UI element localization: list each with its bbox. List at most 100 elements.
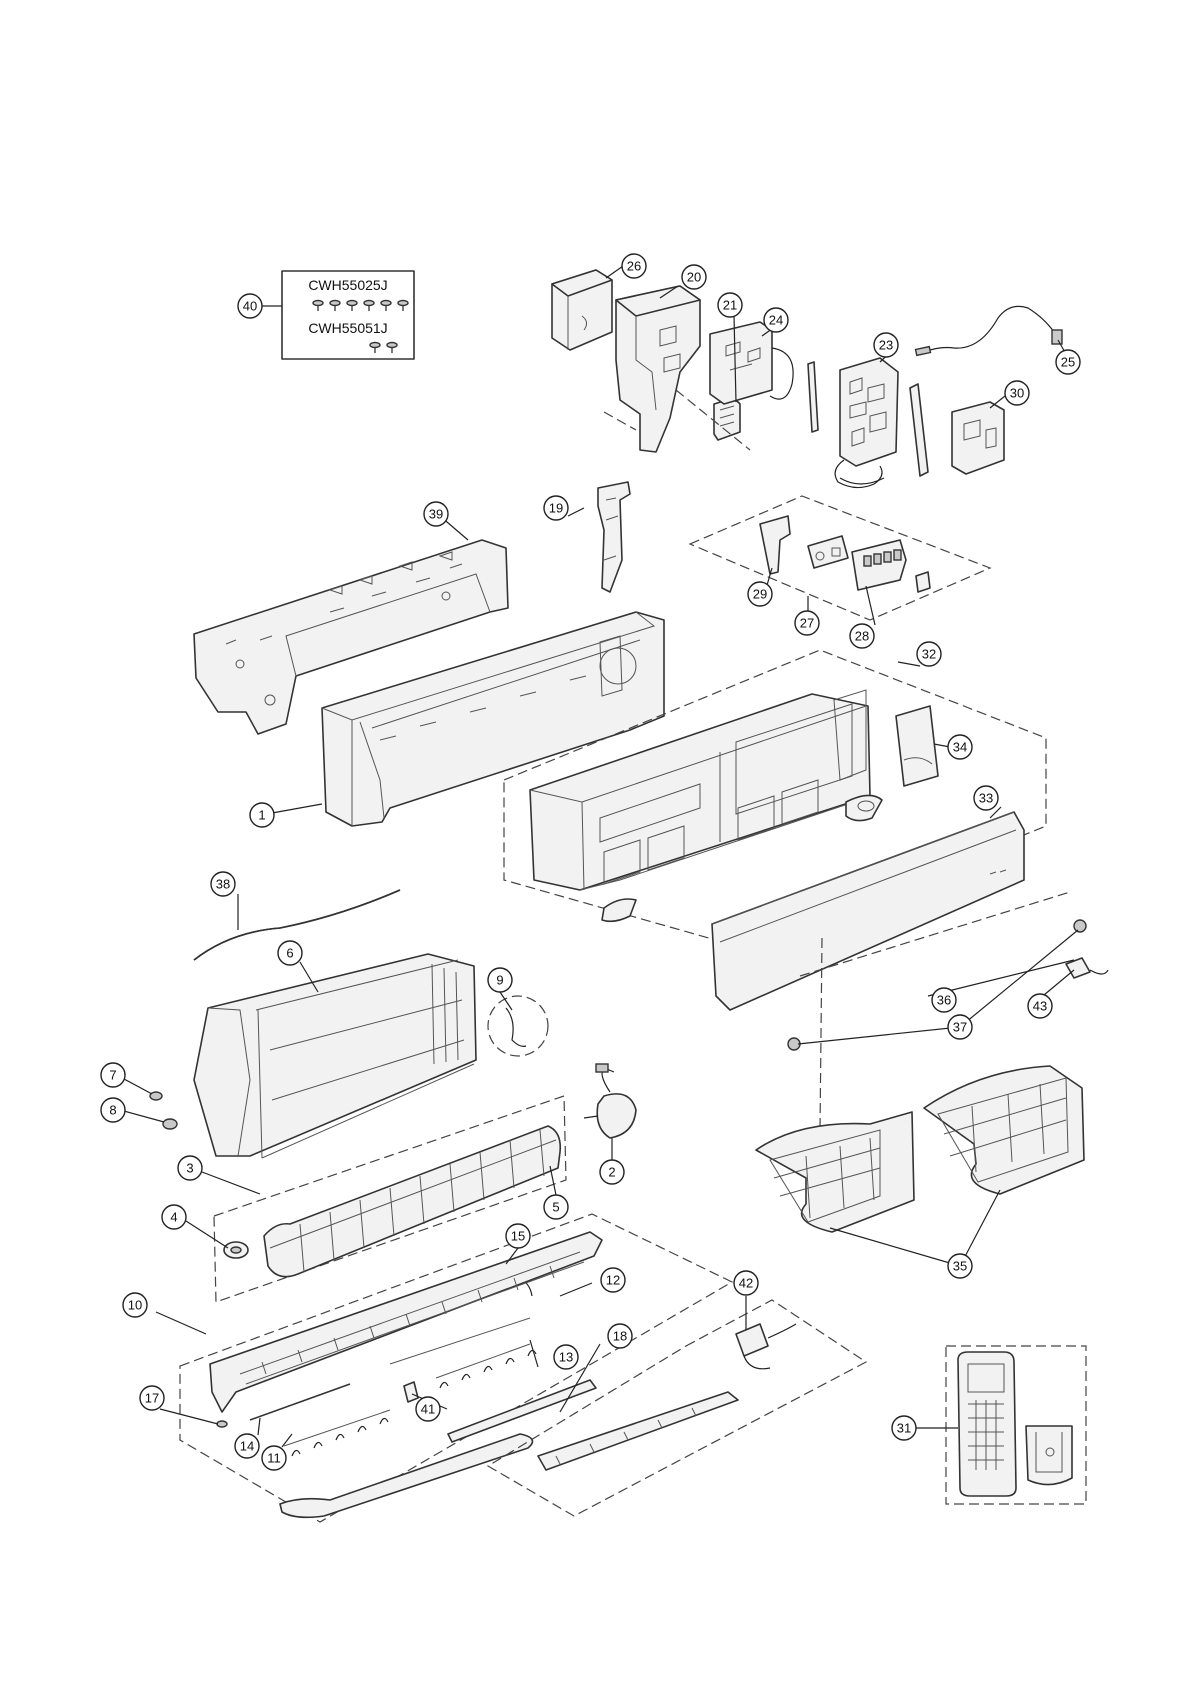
screw-kit-box: CWH55025J CWH55051J — [262, 271, 414, 359]
callout-41: 41 — [416, 1397, 440, 1421]
callout-2: 2 — [600, 1160, 624, 1184]
screw-icons-row-a — [313, 301, 408, 312]
svg-text:34: 34 — [953, 740, 967, 755]
main-pcb-23 — [835, 358, 898, 488]
svg-text:5: 5 — [552, 1200, 559, 1215]
horizontal-vane-bottom — [280, 1434, 533, 1517]
svg-text:12: 12 — [606, 1273, 620, 1288]
louver-set-13 — [390, 1318, 536, 1388]
svg-text:31: 31 — [897, 1421, 911, 1436]
svg-text:18: 18 — [613, 1329, 627, 1344]
callout-32: 32 — [917, 642, 941, 666]
nut-7 — [150, 1092, 162, 1100]
link-41 — [404, 1382, 418, 1402]
svg-text:26: 26 — [627, 259, 641, 274]
callout-42: 42 — [734, 1271, 758, 1295]
knob-piece — [846, 795, 882, 820]
callout-20: 20 — [682, 265, 706, 289]
svg-text:20: 20 — [687, 270, 701, 285]
svg-text:39: 39 — [429, 507, 443, 522]
bearing-4 — [224, 1242, 248, 1258]
svg-text:3: 3 — [186, 1161, 193, 1176]
bracket-thin-23a — [808, 362, 818, 432]
vane-link-bar — [538, 1392, 738, 1470]
svg-text:42: 42 — [739, 1276, 753, 1291]
svg-text:10: 10 — [128, 1298, 142, 1313]
screw-kit-code-a: CWH55025J — [308, 277, 387, 293]
fan-motor-2 — [584, 1064, 636, 1138]
callout-27: 27 — [795, 611, 819, 635]
receiver-29 — [760, 516, 790, 574]
pipe-detail-9 — [488, 996, 548, 1056]
callout-23: 23 — [874, 333, 898, 357]
svg-text:9: 9 — [496, 973, 503, 988]
callout-1: 1 — [250, 803, 274, 827]
svg-text:4: 4 — [170, 1210, 177, 1225]
svg-text:11: 11 — [267, 1451, 281, 1466]
callout-13: 13 — [554, 1345, 578, 1369]
svg-text:40: 40 — [243, 299, 257, 314]
nut-8 — [163, 1119, 177, 1129]
callout-17: 17 — [140, 1386, 164, 1410]
screw-kit-code-b: CWH55051J — [308, 320, 387, 336]
air-filter-35-left — [756, 1112, 914, 1232]
svg-text:17: 17 — [145, 1391, 159, 1406]
callout-11: 11 — [262, 1446, 286, 1470]
remote-control-31 — [958, 1352, 1016, 1496]
callout-34: 34 — [948, 735, 972, 759]
control-box-20 — [616, 286, 700, 452]
svg-text:35: 35 — [953, 1259, 967, 1274]
callout-19: 19 — [544, 496, 568, 520]
svg-text:15: 15 — [511, 1229, 525, 1244]
svg-text:8: 8 — [109, 1103, 116, 1118]
svg-text:6: 6 — [286, 946, 293, 961]
svg-text:41: 41 — [421, 1402, 435, 1417]
callout-40: 40 — [238, 294, 262, 318]
svg-text:43: 43 — [1033, 999, 1047, 1014]
side-cover-34 — [896, 706, 938, 786]
svg-text:33: 33 — [979, 791, 993, 806]
fin-piece — [602, 899, 636, 921]
callout-33: 33 — [974, 786, 998, 810]
callout-9: 9 — [488, 968, 512, 992]
svg-text:25: 25 — [1061, 355, 1075, 370]
callout-24: 24 — [764, 308, 788, 332]
svg-text:36: 36 — [937, 993, 951, 1008]
callout-25: 25 — [1056, 350, 1080, 374]
callout-43: 43 — [1028, 994, 1052, 1018]
callout-38: 38 — [211, 872, 235, 896]
callout-18: 18 — [608, 1324, 632, 1348]
callout-10: 10 — [123, 1293, 147, 1317]
display-board-28 — [852, 540, 906, 590]
callout-3: 3 — [178, 1156, 202, 1180]
terminal-board-21 — [714, 398, 740, 440]
bracket-19 — [598, 482, 630, 592]
connector-small — [916, 572, 930, 592]
callout-39: 39 — [424, 502, 448, 526]
svg-text:2: 2 — [608, 1165, 615, 1180]
evaporator-6 — [194, 954, 476, 1158]
svg-text:14: 14 — [240, 1439, 254, 1454]
svg-text:24: 24 — [769, 313, 783, 328]
svg-text:13: 13 — [559, 1350, 573, 1365]
callout-37: 37 — [948, 1015, 972, 1039]
callout-28: 28 — [850, 624, 874, 648]
svg-text:23: 23 — [879, 338, 893, 353]
svg-text:7: 7 — [109, 1068, 116, 1083]
callout-35: 35 — [948, 1254, 972, 1278]
svg-text:38: 38 — [216, 877, 230, 892]
louver-motor-42 — [736, 1324, 796, 1369]
callout-29: 29 — [748, 582, 772, 606]
air-filter-35-right — [924, 1066, 1084, 1194]
screw-17 — [217, 1421, 227, 1427]
callout-15: 15 — [506, 1224, 530, 1248]
callout-14: 14 — [235, 1434, 259, 1458]
callout-12: 12 — [601, 1268, 625, 1292]
front-panel-33 — [712, 812, 1024, 1010]
callout-4: 4 — [162, 1205, 186, 1229]
pcb-24 — [710, 322, 793, 404]
svg-text:37: 37 — [953, 1020, 967, 1035]
screw-icons-row-b — [370, 343, 397, 354]
bracket-thin-23b — [910, 384, 928, 476]
